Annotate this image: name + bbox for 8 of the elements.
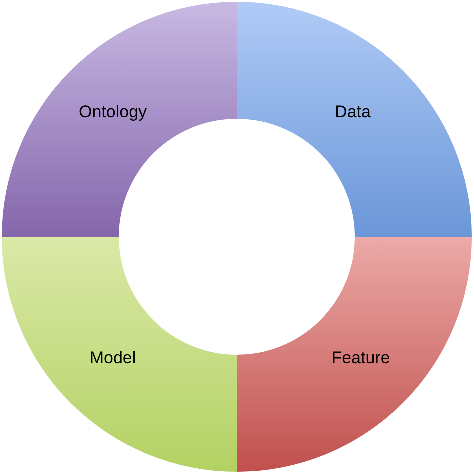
segment-label: Ontology: [78, 101, 148, 124]
segment-label: Feature: [332, 347, 390, 370]
ring-segment: [2, 2, 237, 237]
ring-segment: [2, 237, 237, 472]
ring-segment: [237, 237, 472, 472]
segment-label: Model: [90, 347, 136, 370]
ring-segment: [237, 2, 472, 237]
segment-label: Data: [335, 101, 371, 124]
